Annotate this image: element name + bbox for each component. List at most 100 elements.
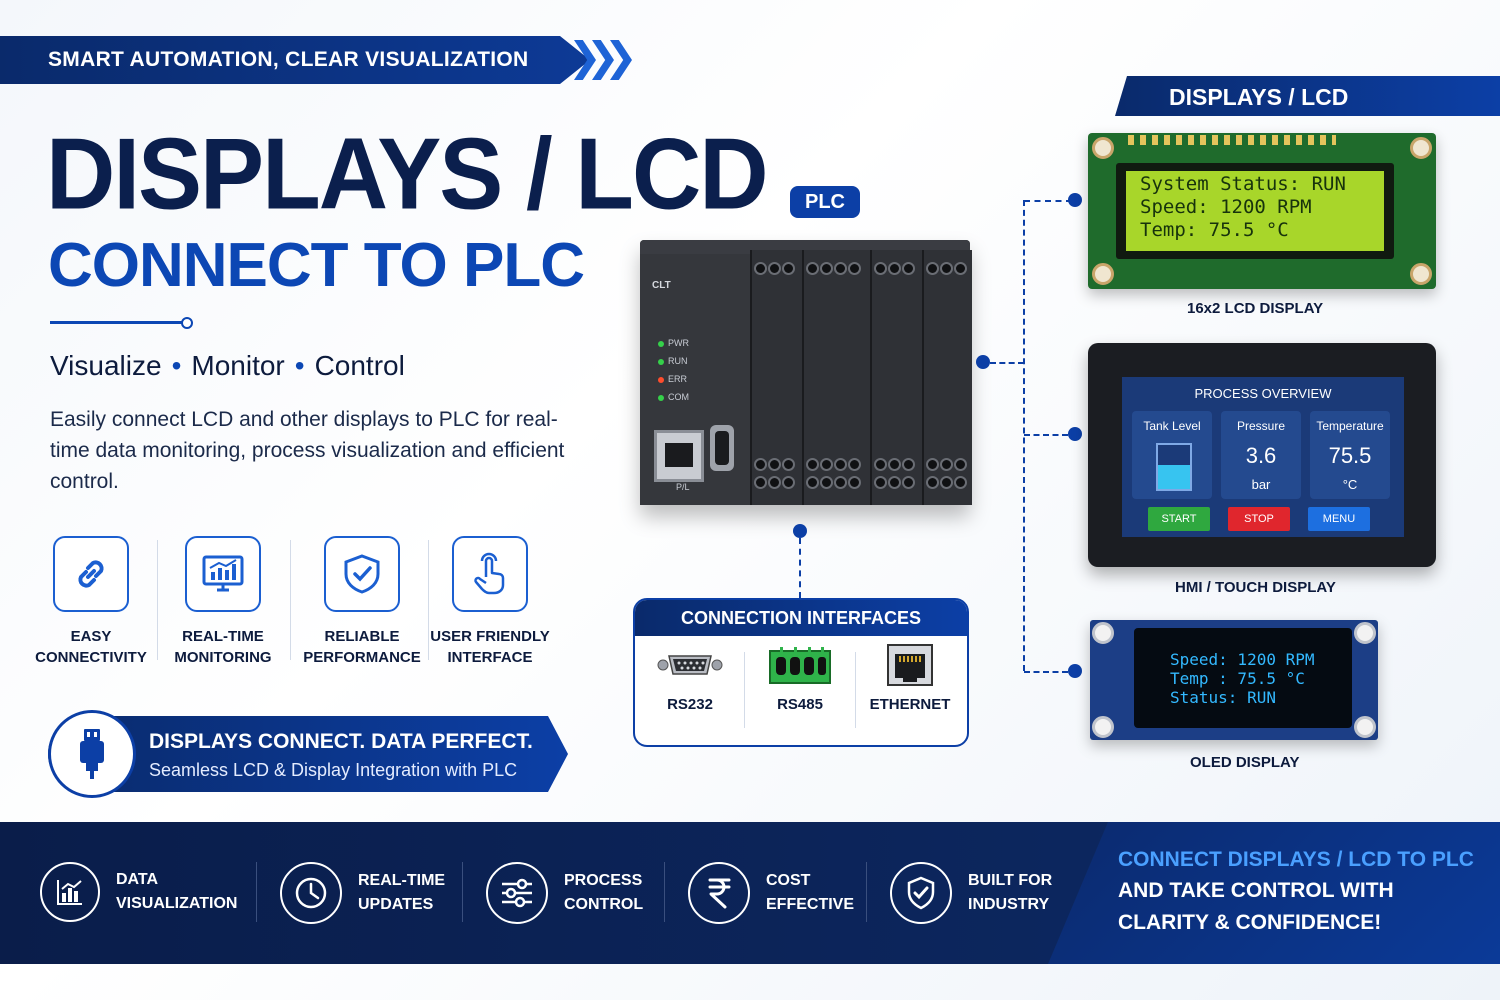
terminal-screw	[954, 476, 967, 489]
terminal-screw	[806, 262, 819, 275]
plc-unit: CLT PWR RUN ERR COM P/L	[640, 240, 972, 505]
lcd-label: 16x2 LCD DISPLAY	[1187, 300, 1324, 317]
interface-label: RS485	[777, 696, 823, 713]
oled-screen: Speed: 1200 RPM Temp : 75.5 °C Status: R…	[1134, 628, 1352, 728]
closing-headline: CONNECT DISPLAYS / LCD TO PLC	[1118, 848, 1474, 871]
mount-hole	[1354, 622, 1376, 644]
cta-title: DISPLAYS CONNECT. DATA PERFECT.	[149, 730, 533, 753]
terminal-screw	[768, 262, 781, 275]
lcd-16x2-display: System Status: RUN Speed: 1200 RPM Temp:…	[1088, 133, 1436, 289]
hmi-touch-display: PROCESS OVERVIEW Tank Level Pressure 3.6…	[1088, 343, 1436, 567]
terminal-screw	[782, 476, 795, 489]
top-banner: SMART AUTOMATION, CLEAR VISUALIZATION	[0, 36, 590, 84]
led-label: COM	[668, 392, 689, 402]
terminal-screw	[888, 476, 901, 489]
hmi-card-temperature: Temperature 75.5 °C	[1310, 411, 1390, 499]
terminal-screw	[834, 476, 847, 489]
feature-label: MONITORING	[174, 649, 272, 666]
feature-label: INTERFACE	[447, 649, 533, 666]
terminal-screw	[754, 262, 767, 275]
mount-hole	[1354, 716, 1376, 738]
terminal-screw	[902, 476, 915, 489]
db9-connector-icon	[635, 648, 745, 682]
hmi-card-unit: bar	[1251, 477, 1271, 492]
terminal-screw	[954, 458, 967, 471]
bottom-item-label: DATA	[116, 871, 159, 888]
feature-label: USER FRIENDLY	[430, 628, 550, 645]
led-indicator	[658, 377, 664, 383]
mount-hole	[1410, 263, 1432, 285]
rj45-port-icon[interactable]	[654, 430, 704, 482]
divider	[290, 540, 291, 660]
terminal-screw	[888, 458, 901, 471]
plc-brand: CLT	[652, 280, 671, 291]
terminal-screw	[874, 476, 887, 489]
terminal-screw	[806, 458, 819, 471]
shield-check-icon	[324, 536, 400, 612]
divider	[664, 862, 665, 922]
menu-button[interactable]: MENU	[1308, 507, 1370, 531]
terminal-screw	[806, 476, 819, 489]
oled-line: Speed: 1200 RPM	[1170, 650, 1315, 669]
hmi-title: PROCESS OVERVIEW	[1194, 386, 1332, 401]
bottom-item-label: REAL-TIME	[358, 872, 446, 889]
terminal-screw	[874, 458, 887, 471]
tank-level-gauge	[1156, 443, 1192, 491]
hmi-card-title: Tank Level	[1143, 419, 1201, 433]
divider	[428, 540, 429, 660]
bottom-item-label: EFFECTIVE	[766, 896, 855, 913]
mount-hole	[1092, 137, 1114, 159]
connector-node	[976, 355, 990, 369]
title-underline	[50, 321, 182, 324]
led-indicator	[658, 341, 664, 347]
oled-line: Status: RUN	[1170, 688, 1276, 707]
hmi-card-value: 75.5	[1328, 443, 1372, 468]
hmi-label: HMI / TOUCH DISPLAY	[1175, 579, 1336, 596]
divider	[855, 652, 856, 728]
bottom-item-label: UPDATES	[358, 896, 434, 913]
feature-label: PERFORMANCE	[303, 649, 421, 666]
hmi-card-pressure: Pressure 3.6 bar	[1221, 411, 1301, 499]
interface-ethernet: ETHERNET	[855, 644, 965, 713]
oled-display: Speed: 1200 RPM Temp : 75.5 °C Status: R…	[1090, 620, 1378, 740]
connection-interfaces-panel: CONNECTION INTERFACES RS232 RS485 ETHERN…	[633, 598, 969, 747]
bottom-item-label: COST	[766, 872, 811, 889]
terminal-screw	[820, 458, 833, 471]
pin-header	[1128, 135, 1336, 145]
terminal-screw	[754, 476, 767, 489]
bottom-closing-panel	[1048, 822, 1500, 964]
connector-line	[799, 538, 801, 598]
terminal-screw	[768, 458, 781, 471]
divider	[866, 862, 867, 922]
displays-header: DISPLAYS / LCD	[1115, 76, 1500, 116]
terminal-screw	[954, 262, 967, 275]
connector-node	[1068, 664, 1082, 678]
divider	[744, 652, 745, 728]
terminal-screw	[940, 476, 953, 489]
feature-label: RELIABLE	[324, 628, 400, 645]
connector-line	[990, 362, 1024, 364]
cta-subtitle: Seamless LCD & Display Integration with …	[149, 760, 518, 780]
hmi-card-title: Pressure	[1236, 419, 1286, 433]
divider	[157, 540, 158, 660]
sub-title: CONNECT TO PLC	[48, 231, 585, 300]
terminal-screw	[754, 458, 767, 471]
connector-line	[1024, 671, 1068, 673]
terminal-screw	[874, 262, 887, 275]
start-button[interactable]: START	[1148, 507, 1210, 531]
stop-button[interactable]: STOP	[1228, 507, 1290, 531]
lcd-line: System Status: RUN	[1140, 173, 1346, 195]
closing-line: CLARITY & CONFIDENCE!	[1118, 911, 1382, 934]
db9-connector-icon[interactable]	[710, 425, 734, 471]
description: Easily connect LCD and other displays to…	[50, 408, 565, 493]
hmi-card-title: Temperature	[1316, 419, 1384, 433]
displays-header-text: DISPLAYS / LCD	[1169, 84, 1349, 110]
feature-label: EASY	[70, 628, 112, 645]
terminal-screw	[926, 262, 939, 275]
tagline-word: Control	[314, 350, 405, 381]
terminal-screw	[782, 458, 795, 471]
terminal-screw	[848, 476, 861, 489]
